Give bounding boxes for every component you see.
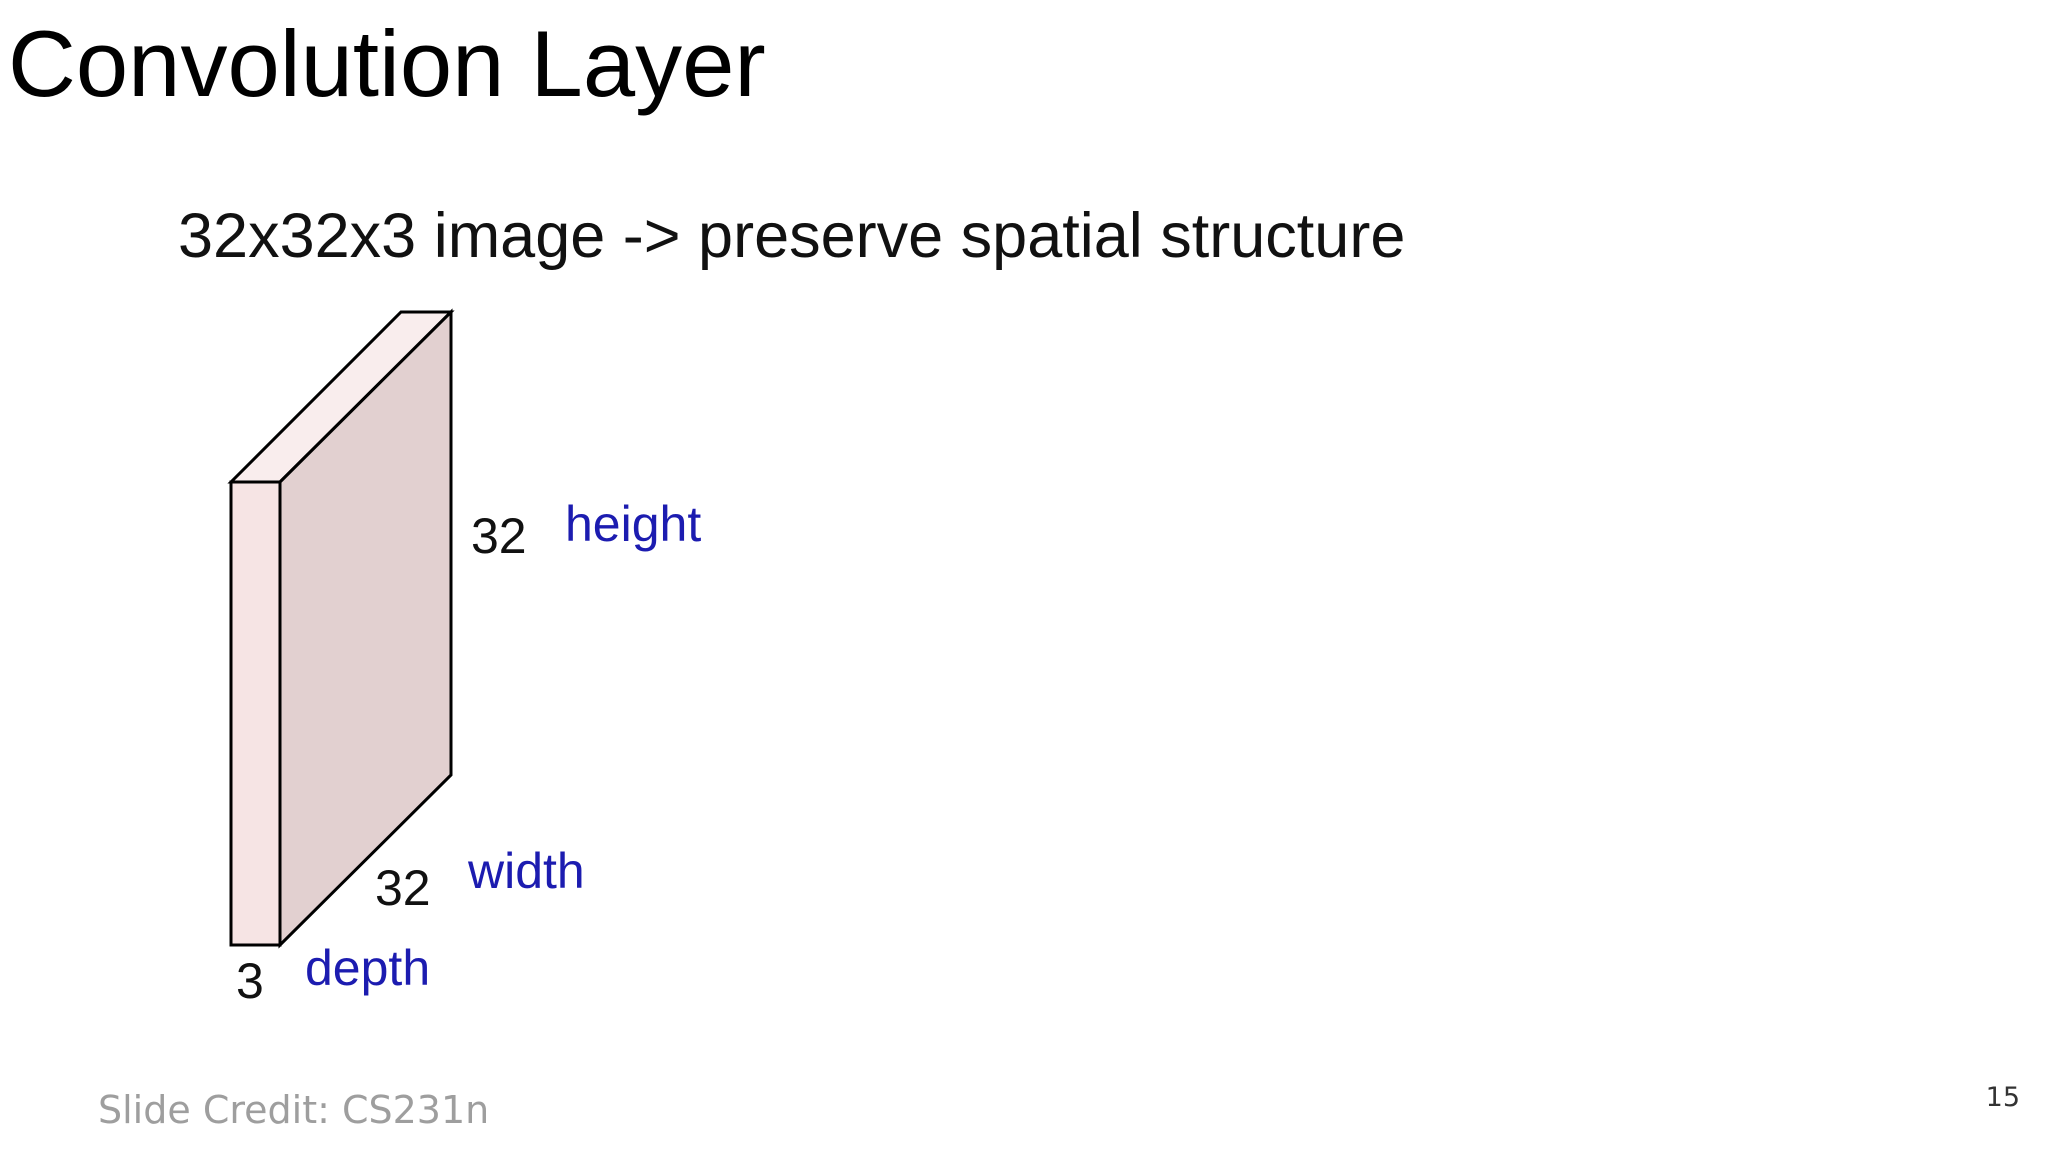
slide-title: Convolution Layer	[8, 11, 766, 116]
slide-credit: Slide Credit: CS231n	[98, 1088, 490, 1132]
height-label: height	[565, 496, 701, 552]
depth-label: depth	[305, 940, 430, 996]
depth-value: 3	[236, 953, 264, 1009]
slide-subtitle: 32x32x3 image -> preserve spatial struct…	[178, 201, 1406, 271]
width-label: width	[467, 843, 585, 899]
page-number: 15	[1985, 1082, 2020, 1113]
volume-front-face	[229, 480, 282, 947]
height-value: 32	[471, 508, 527, 564]
width-value: 32	[375, 860, 431, 916]
